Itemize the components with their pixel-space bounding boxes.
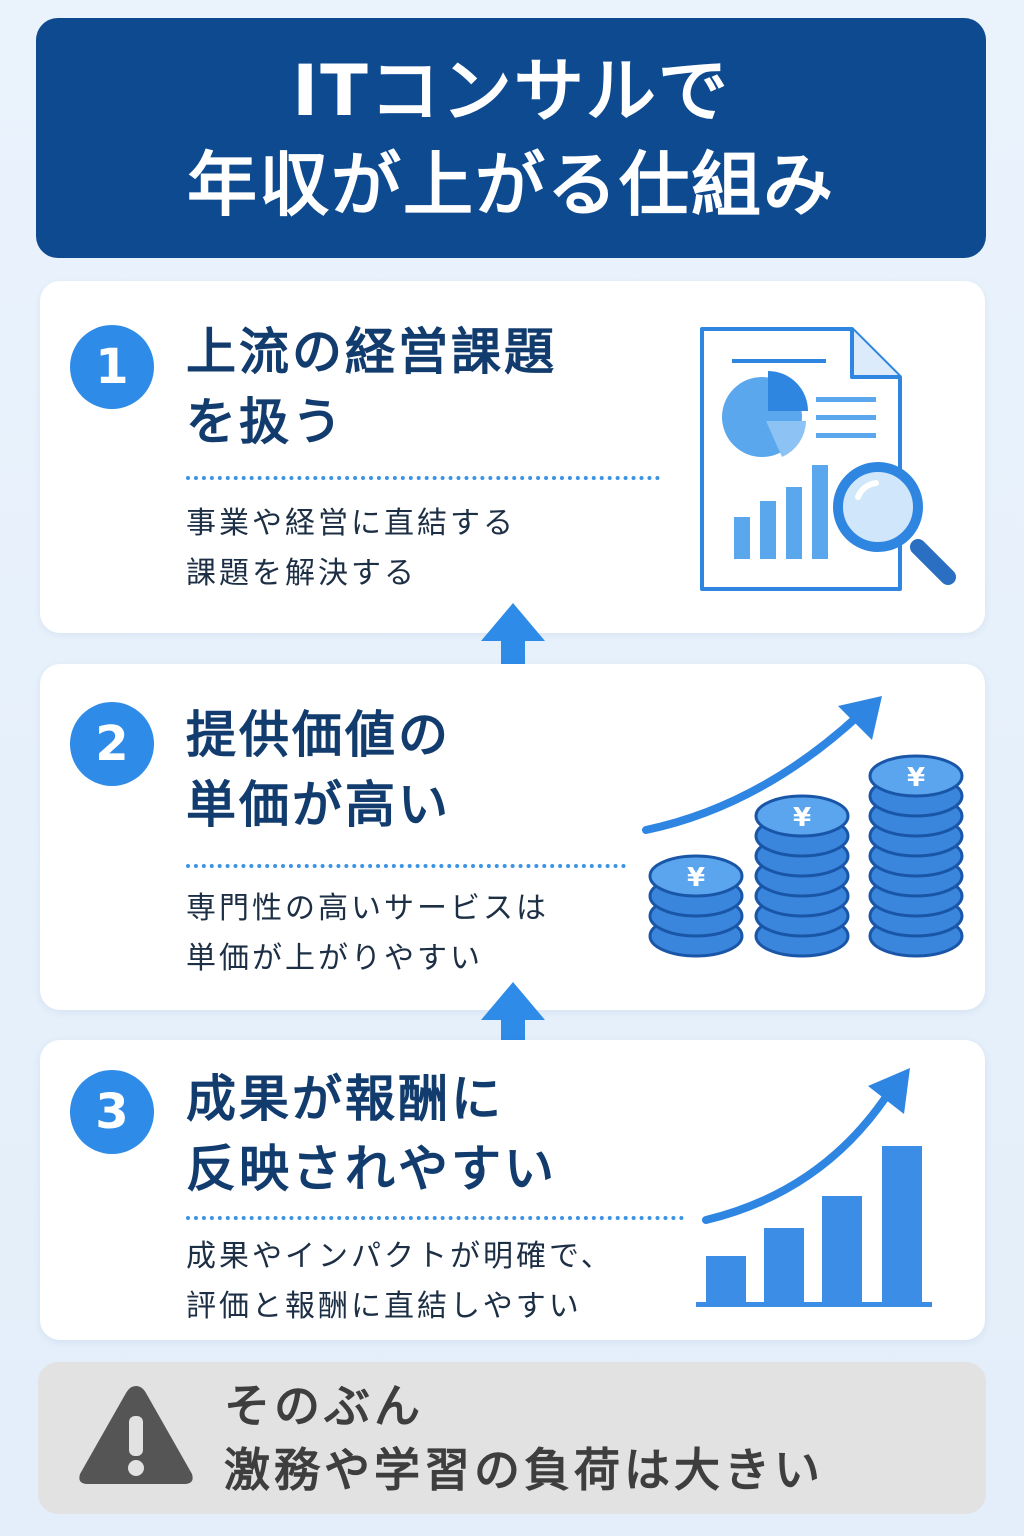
arrow-up-icon [481,982,545,1058]
card-1-title-line-2: を扱う [186,393,345,451]
card-2-desc-line-1: 専門性の高いサービスは [186,891,549,926]
card-1-desc-line-1: 事業や経営に直結する [186,506,516,541]
coin-stack-medium: ¥ [754,794,850,958]
warning-line-2: 激務や学習の負荷は大きい [224,1443,824,1497]
warning-line-1: そのぶん [224,1379,424,1433]
card-2-title: 提供価値の 単価が高い [186,700,451,840]
warning-icon [79,1386,193,1484]
bar-growth-chart-icon [696,1068,932,1307]
card-3-title-line-1: 成果が報酬に [186,1070,504,1128]
coin-symbol-1: ¥ [687,863,705,893]
yen-coins-growth-icon: ¥ ¥ ¥ [642,696,964,958]
card-2-title-line-1: 提供価値の [186,706,451,764]
card-2-desc-line-2: 単価が上がりやすい [186,941,483,976]
coin-symbol-2: ¥ [793,803,811,833]
card-3-title-line-2: 反映されやすい [186,1140,557,1198]
warning-box: そのぶん 激務や学習の負荷は大きい [38,1362,986,1514]
card-2-divider [186,864,626,868]
card-3: 3 成果が報酬に 反映されやすい 成果やインパクトが明確で、 評価と報酬に直結し… [40,1040,985,1340]
card-1-description: 事業や経営に直結する 課題を解決する [186,499,516,599]
card-1-title-line-1: 上流の経営課題 [186,323,557,381]
coin-stack-large: ¥ [868,754,964,958]
card-3-divider [186,1216,684,1220]
coin-stack-small: ¥ [648,854,744,958]
step-number-3: 3 [70,1070,154,1154]
warning-text: そのぶん 激務や学習の負荷は大きい [224,1374,824,1502]
card-1: 1 上流の経営課題 を扱う 事業や経営に直結する 課題を解決する [40,281,985,633]
card-3-desc-line-1: 成果やインパクトが明確で、 [186,1239,614,1274]
card-2-description: 専門性の高いサービスは 単価が上がりやすい [186,884,549,984]
arrow-up-icon [481,603,545,679]
card-3-desc-line-2: 評価と報酬に直結しやすい [186,1289,582,1324]
card-2: 2 提供価値の 単価が高い 専門性の高いサービスは 単価が上がりやすい ¥ [40,664,985,1010]
card-1-desc-line-2: 課題を解決する [186,556,417,591]
card-3-title: 成果が報酬に 反映されやすい [186,1064,557,1204]
card-1-title: 上流の経営課題 を扱う [186,317,557,457]
card-2-title-line-2: 単価が高い [186,776,451,834]
page-title-line-1: ITコンサルで [292,50,730,132]
step-number-1: 1 [70,325,154,409]
coin-symbol-3: ¥ [907,763,925,793]
page-title-line-2: 年収が上がる仕組み [187,144,835,226]
card-1-divider [186,476,660,480]
card-3-description: 成果やインパクトが明確で、 評価と報酬に直結しやすい [186,1232,614,1332]
document-search-icon [700,327,956,591]
page-title-banner: ITコンサルで 年収が上がる仕組み [36,18,986,258]
step-number-2: 2 [70,702,154,786]
